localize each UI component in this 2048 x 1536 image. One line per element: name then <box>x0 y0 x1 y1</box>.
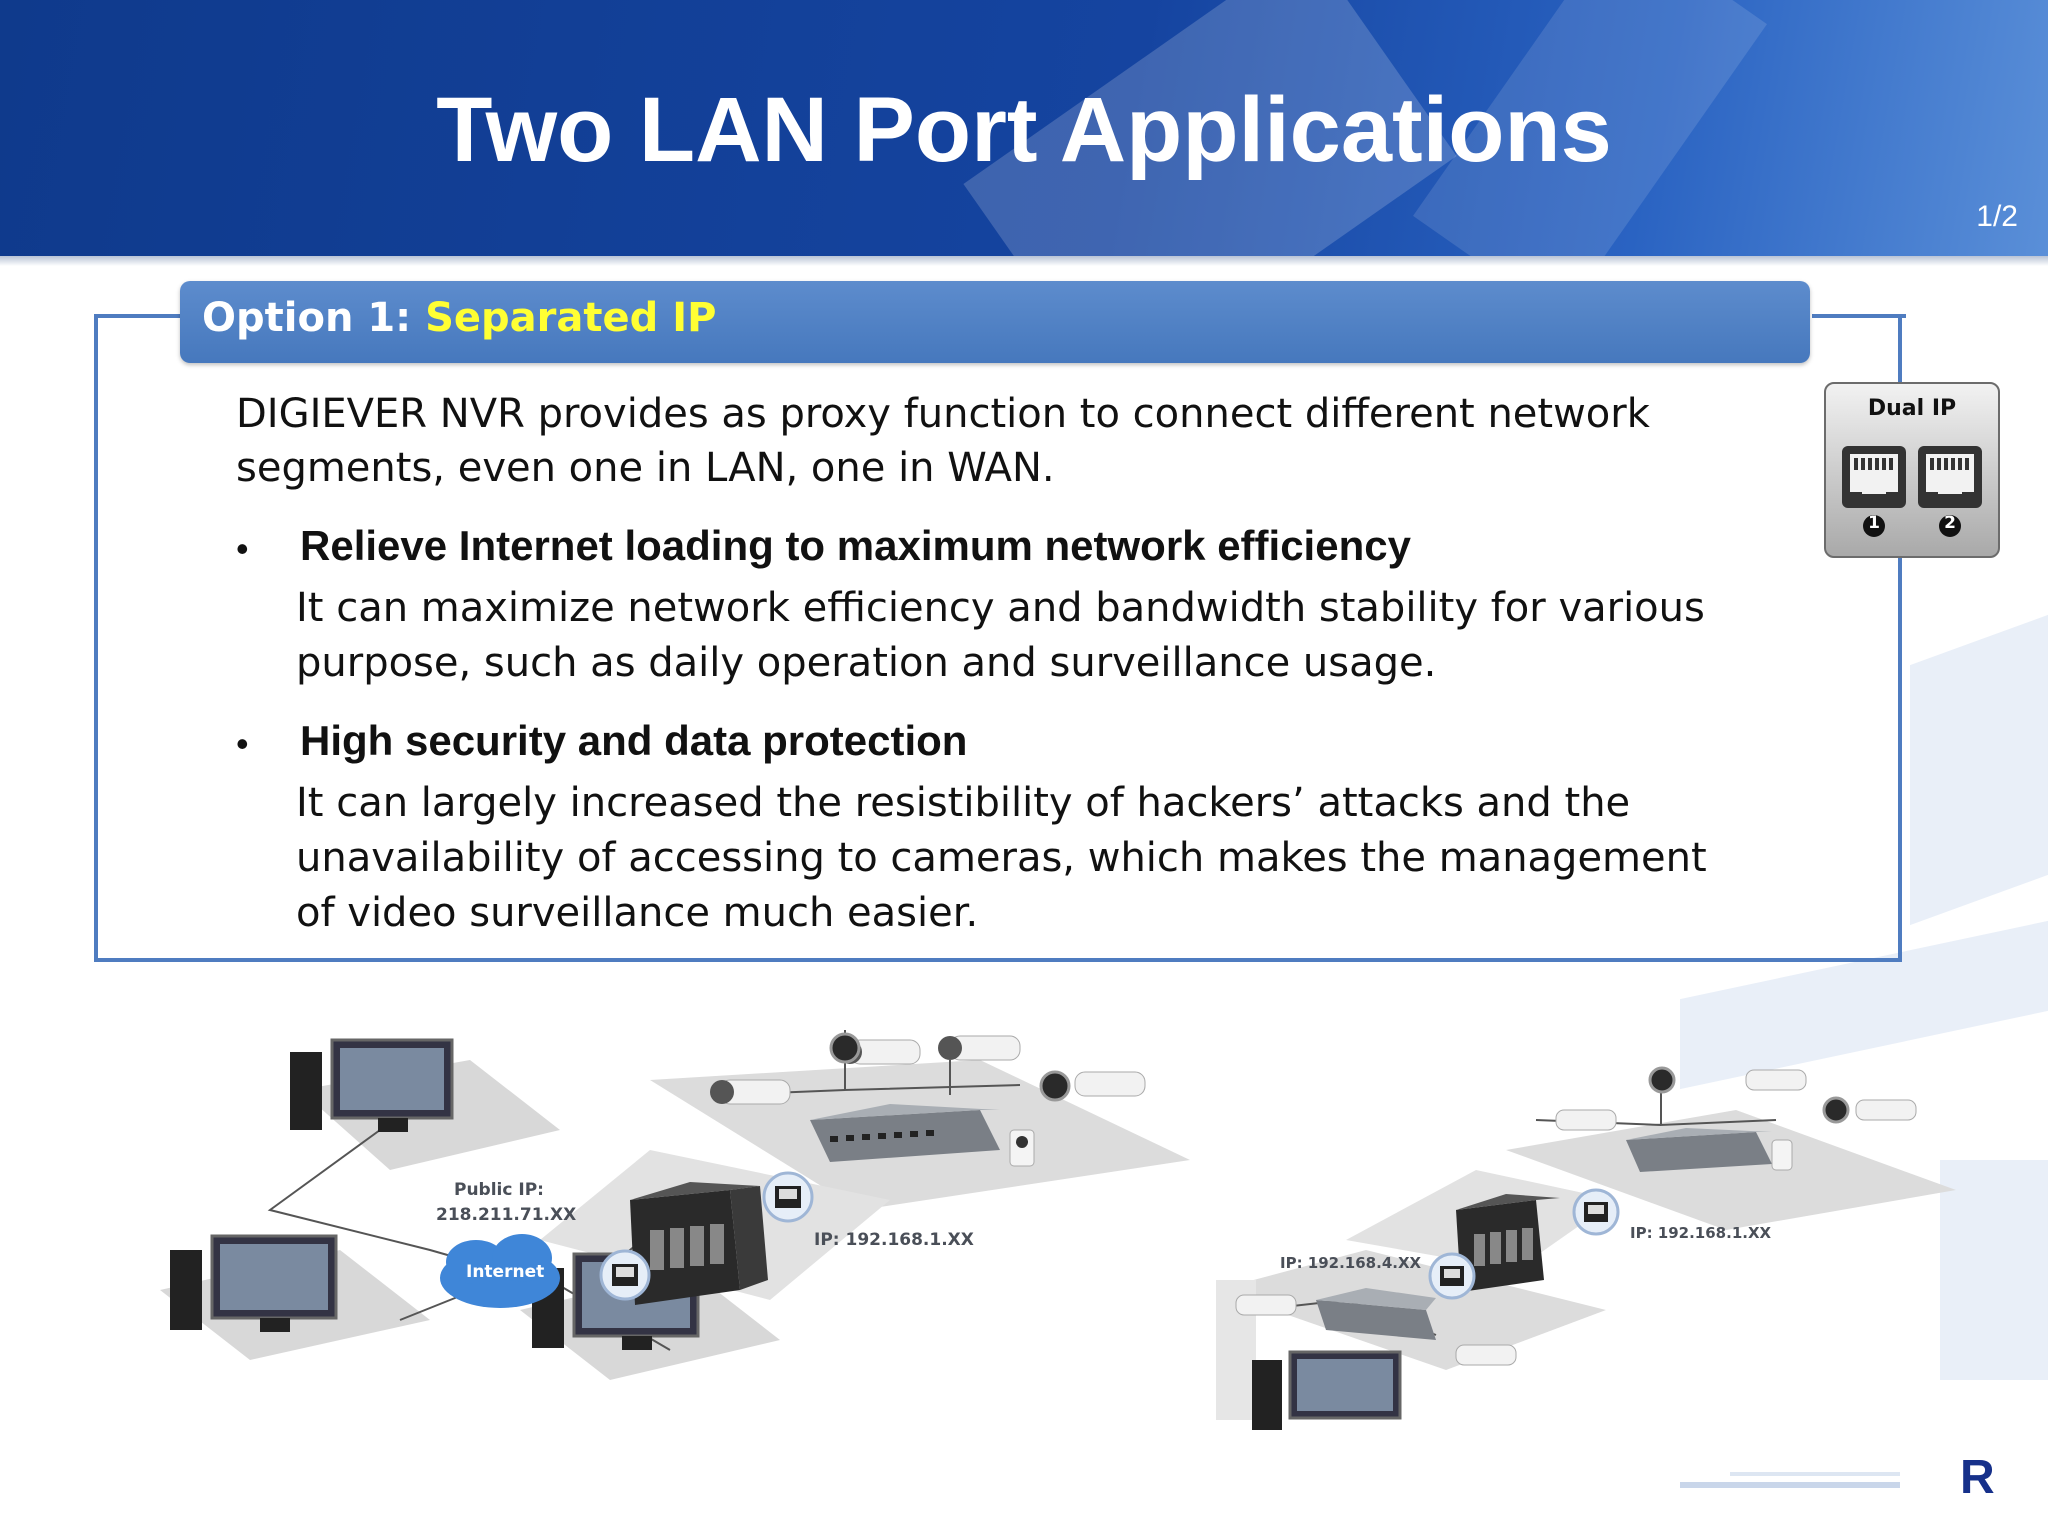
network-switch-icon <box>1626 1128 1772 1172</box>
bullet-heading: High security and data protection <box>300 717 968 764</box>
background-shape <box>1940 1160 2048 1380</box>
cube-camera-icon <box>1771 1139 1793 1171</box>
pc-icon <box>1252 1350 1402 1430</box>
ip-camera-icon <box>1235 1294 1297 1316</box>
option-header-bar: Option 1: Separated IP <box>180 281 1810 363</box>
bullet-heading: Relieve Internet loading to maximum netw… <box>300 522 1411 569</box>
ip-camera-icon <box>710 1079 791 1105</box>
ethernet-port-icon <box>1842 446 1982 537</box>
network-diagram-left: Public IP: 218.211.71.XX Internet IP: 19… <box>130 1000 1210 1500</box>
dome-camera-icon <box>1039 1070 1071 1102</box>
internet-cloud-icon <box>440 1234 560 1308</box>
page-number: 1/2 <box>1976 200 2018 233</box>
dual-ip-label: Dual IP <box>1867 396 1957 421</box>
network-switch-icon <box>1316 1288 1436 1340</box>
dome-camera-icon <box>1822 1096 1850 1124</box>
port-2-number: 2 <box>1944 513 1956 533</box>
port-1-number: 1 <box>1868 513 1880 533</box>
lan-port-bubble-icon <box>762 1171 814 1223</box>
slide-header: Two LAN Port Applications 1/2 <box>0 0 2048 256</box>
nvr-device-icon <box>630 1182 768 1305</box>
panel-border-top-left <box>94 314 180 318</box>
pc-icon <box>290 1038 454 1132</box>
intro-line-1: DIGIEVER NVR provides as proxy function … <box>236 391 1650 437</box>
internet-label: Internet <box>466 1262 545 1282</box>
dome-camera-icon <box>1648 1066 1676 1094</box>
ip-camera-icon <box>1555 1109 1617 1131</box>
bullet-text-line: purpose, such as daily operation and sur… <box>296 640 1437 686</box>
option-name: Separated IP <box>425 295 717 341</box>
bullet-text-line: It can largely increased the resistibili… <box>296 780 1631 826</box>
network-diagram-right: IP: 192.168.4.XX IP: 192.168.1.XX <box>1216 1040 1956 1440</box>
company-logo: R <box>1640 1450 2010 1510</box>
ip-label-segment-1: IP: 192.168.1.XX <box>1630 1224 1772 1242</box>
option-prefix: Option 1: <box>202 295 426 341</box>
bullet-text-line: of video surveillance much easier. <box>296 890 979 936</box>
bullet-text-line: It can maximize network efficiency and b… <box>296 585 1705 631</box>
panel-border-top-right <box>1812 314 1906 318</box>
network-diagram-illustration <box>1216 1066 1956 1430</box>
bullet-marker: • <box>236 528 249 569</box>
dual-ip-badge: Dual IP 1 2 <box>1824 382 2000 558</box>
slide-title: Two LAN Port Applications <box>436 79 1612 181</box>
nvr-device-icon <box>1456 1194 1560 1292</box>
ip-camera-icon <box>938 1035 1021 1061</box>
bullet-marker: • <box>236 723 249 764</box>
lan-port-bubble-icon <box>1572 1188 1620 1236</box>
network-diagram-illustration <box>160 1030 1190 1380</box>
lan-ip-label: IP: 192.168.1.XX <box>814 1230 974 1250</box>
bullet-text-line: unavailability of accessing to cameras, … <box>296 835 1707 881</box>
background-shape <box>1910 614 2048 926</box>
logo-mark-icon <box>1680 1472 1900 1488</box>
ip-camera-icon <box>1074 1071 1146 1097</box>
content-panel <box>94 316 1902 962</box>
lan-port-bubble-icon <box>599 1249 651 1301</box>
public-ip-label: Public IP: <box>454 1180 544 1200</box>
ip-label-segment-4: IP: 192.168.4.XX <box>1280 1254 1422 1272</box>
option-title: Option 1: Separated IP <box>202 295 716 341</box>
pc-icon <box>170 1234 338 1332</box>
ip-camera-icon <box>1855 1099 1917 1121</box>
ip-camera-icon <box>1745 1069 1807 1091</box>
public-ip-value: 218.211.71.XX <box>436 1205 577 1225</box>
intro-line-2: segments, even one in LAN, one in WAN. <box>236 445 1055 491</box>
logo-letter: R <box>1960 1451 1995 1504</box>
cube-camera-icon <box>1009 1129 1035 1167</box>
dome-camera-icon <box>829 1032 861 1064</box>
network-switch-icon <box>810 1104 1000 1162</box>
header-shadow <box>0 256 2048 266</box>
lan-port-bubble-icon <box>1428 1252 1476 1300</box>
ip-camera-icon <box>1455 1344 1517 1366</box>
